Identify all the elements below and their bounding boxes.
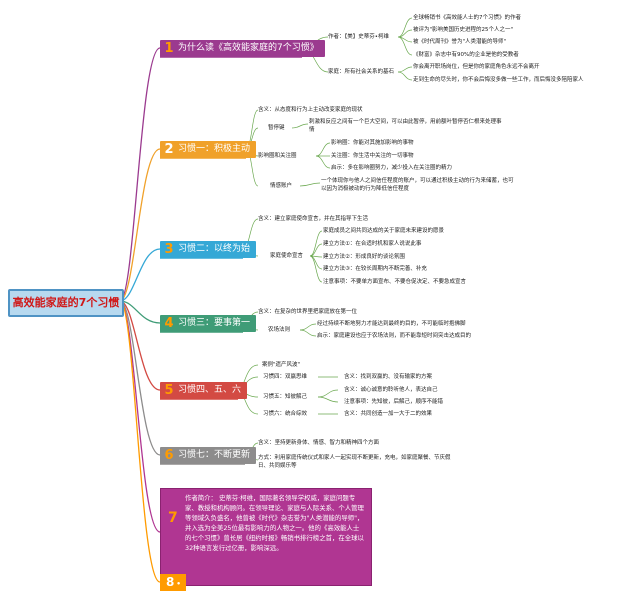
- b2-account-text[interactable]: 一个体现你与他人之间信任程度的账户，可以通过积极主动的行为来储蓄，也可: [321, 178, 514, 184]
- branch-number: 4: [164, 316, 174, 331]
- b3-mission-item[interactable]: 注意事项：不要单方面宣布、不要仓促决定、不要急成宣言: [323, 279, 467, 285]
- b4-farm-item[interactable]: 经过持续不断地努力才能达到最终的目的，不可能临时抱佛脚: [317, 321, 466, 327]
- branch-suffix: •: [176, 580, 181, 588]
- b1-family-item[interactable]: 走到生命的尽头时，你不会后悔没多做一些工作，而后悔没多陪陪家人: [413, 77, 584, 83]
- author-bio-note[interactable]: 7 作者简介： 史蒂芬·柯维，国际著名领导学权威，家庭问题专家、教授和机构顾问。…: [160, 488, 372, 586]
- branch-label: 习惯三：要事第一: [178, 318, 251, 328]
- root-node[interactable]: 高效能家庭的7个习惯: [8, 289, 124, 317]
- branch-1[interactable]: 1 为什么读《高效能家庭的7个习惯》: [160, 40, 325, 57]
- b1-family-item[interactable]: 你会离开职场岗位，但是你的家庭角色永远不会离开: [413, 64, 540, 70]
- branch-number: 1: [164, 41, 174, 56]
- branch-label: 习惯一：积极主动: [178, 144, 251, 154]
- b3-mission-label[interactable]: 家庭使命宣言: [270, 253, 304, 259]
- b1-author-label[interactable]: 作者：【美】史蒂芬•柯维: [328, 34, 389, 40]
- b5-meaning[interactable]: 含义：共同创造一加一大于二的效果: [344, 411, 433, 417]
- b3-meaning[interactable]: 含义：建立家庭使命宣言，并在其指导下生活: [258, 216, 369, 222]
- b1-author-item[interactable]: 被评为"影响美国历史进程的25个人之一": [413, 27, 514, 33]
- b5-note[interactable]: 注意事项：先知彼，后解己，顺序不能错: [344, 399, 444, 405]
- b2-account-text[interactable]: 以因为消极被动的行为降低信任程度: [321, 186, 410, 192]
- b4-farm-item[interactable]: 启示：家庭建设也应于农场法则，而不能靠短时间突击达成目的: [317, 333, 472, 339]
- b2-circle-item[interactable]: 影响圈：你能对其施加影响的事物: [331, 140, 414, 146]
- b1-author-item[interactable]: 全球畅销书《高效能人士的7个习惯》的作者: [413, 15, 522, 21]
- branch-number: 6: [164, 448, 174, 463]
- b4-farm-label[interactable]: 农场法则: [268, 327, 291, 333]
- b2-meaning[interactable]: 含义：从态度和行为上主动改变家庭的现状: [258, 107, 363, 113]
- b2-account-label[interactable]: 情感账户: [270, 183, 293, 189]
- branch-label: 习惯二：以终为始: [178, 244, 251, 254]
- b3-mission-item[interactable]: 建立方法②：形成良好的谈论氛围: [323, 254, 405, 260]
- branch-3[interactable]: 3 习惯二：以终为始: [160, 241, 257, 258]
- branch-label: 为什么读《高效能家庭的7个习惯》: [178, 43, 319, 53]
- b3-mission-item[interactable]: 建立方法③：在较长周期内不断完善、补充: [323, 266, 427, 272]
- b5-meaning[interactable]: 含义：找到双赢的、没有输家的方案: [344, 374, 433, 380]
- branch-5[interactable]: 5 习惯四、五、六: [160, 382, 248, 399]
- b2-pause-text[interactable]: 刺激和反应之间有一个巨大空间，可以由此暂停，用前额叶暂停否仁根来处理事: [309, 119, 502, 125]
- b1-author-item[interactable]: 被《时代周刊》誉为"人类潜能的导师": [413, 39, 507, 45]
- branch-number: 7: [168, 510, 178, 526]
- b2-circle-item[interactable]: 启示：多在影响圈努力，减少投入在关注圈的精力: [331, 165, 453, 171]
- b6-method[interactable]: 日、共同娱乐等: [258, 463, 297, 469]
- branch-number: 2: [164, 142, 174, 157]
- b1-family-label[interactable]: 家庭：所有社会关系的基石: [328, 69, 395, 75]
- b3-mission-item[interactable]: 建立方法①：在合适时机和家人说说此事: [323, 241, 422, 247]
- b2-pause-label[interactable]: 暂停键: [268, 125, 285, 131]
- b2-pause-text[interactable]: 情: [309, 127, 315, 133]
- b5-habit[interactable]: 习惯六：统合综效: [263, 411, 308, 417]
- b6-meaning[interactable]: 含义：坚持更新身体、情感、智力和精神四个方面: [258, 440, 380, 446]
- b5-case[interactable]: 案例"遗产风波": [262, 362, 301, 368]
- b2-circle-label[interactable]: 影响圈和关注圈: [258, 153, 297, 159]
- branch-2[interactable]: 2 习惯一：积极主动: [160, 141, 257, 158]
- b5-habit[interactable]: 习惯四：双赢思维: [263, 374, 308, 380]
- branch-8[interactable]: 8•: [160, 574, 186, 591]
- b4-meaning[interactable]: 含义：在复杂的世界里把家庭放在第一位: [258, 309, 358, 315]
- b5-habit[interactable]: 习惯五：知彼解己: [263, 394, 308, 400]
- branch-number: 5: [164, 383, 174, 398]
- b6-method[interactable]: 方式：利用家庭传统仪式和家人一起实现不断更新，充电，如家庭聚餐、节庆假: [258, 455, 451, 461]
- b3-mission-item[interactable]: 家庭成员之间共同达成的关于家庭未来建设的愿景: [323, 228, 445, 234]
- branch-label: 习惯七：不断更新: [178, 450, 251, 460]
- b2-circle-item[interactable]: 关注圈：你生活中关注的一切事物: [331, 153, 414, 159]
- b1-author-item[interactable]: 《财富》杂志中有90%的企业是他的受教者: [413, 52, 519, 58]
- branch-number: 3: [164, 242, 174, 257]
- b5-meaning[interactable]: 含义：诚心诚意的聆听他人，表达自己: [344, 387, 438, 393]
- branch-label: 习惯四、五、六: [178, 385, 242, 395]
- author-bio-text: 作者简介： 史蒂芬·柯维，国际著名领导学权威，家庭问题专家、教授和机构顾问。在领…: [185, 494, 364, 552]
- branch-4[interactable]: 4 习惯三：要事第一: [160, 315, 257, 332]
- branch-6[interactable]: 6 习惯七：不断更新: [160, 447, 257, 464]
- branch-number: 8: [166, 575, 175, 589]
